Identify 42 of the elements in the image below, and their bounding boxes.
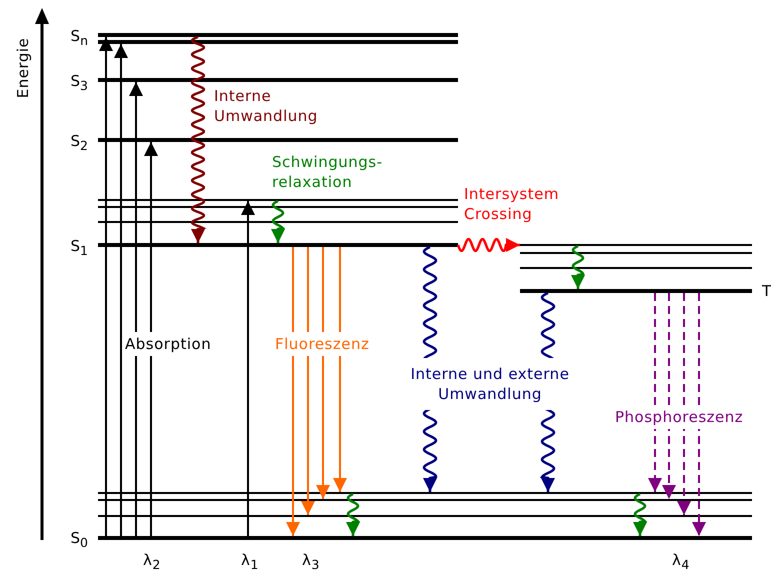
arrow xyxy=(333,247,347,492)
wavy-arrow xyxy=(190,36,207,243)
level-label: S$_{2}$ xyxy=(70,133,88,154)
level-label: S$_{0}$ xyxy=(70,530,88,551)
arrow xyxy=(114,44,128,536)
energy-level-line xyxy=(98,221,458,223)
wavy-arrow xyxy=(271,200,286,243)
energy-level-line xyxy=(98,515,752,517)
dashed-arrow xyxy=(648,293,662,492)
dashed-arrow xyxy=(692,293,706,536)
arrow xyxy=(99,37,113,536)
level-label: S$_{1}$ xyxy=(70,238,88,259)
energy-level-line xyxy=(520,244,752,246)
level-label: T xyxy=(762,283,771,299)
energy-level-line xyxy=(98,206,458,208)
arrow xyxy=(241,201,255,536)
dashed-arrow xyxy=(677,293,691,515)
wavelength-label: λ$_{3}$ xyxy=(302,550,321,573)
wavelength-label: λ$_{4}$ xyxy=(672,550,691,573)
wavy-arrow xyxy=(456,238,520,252)
arrow xyxy=(316,247,330,499)
arrow xyxy=(144,142,158,536)
energy-level-line xyxy=(98,199,458,201)
process-label: Intersystem Crossing xyxy=(464,184,560,224)
energy-level-line xyxy=(98,499,752,501)
axis-label: Energie xyxy=(13,36,33,100)
wavy-arrow xyxy=(633,492,648,536)
arrow xyxy=(286,247,300,536)
level-label: S$_{n}$ xyxy=(70,28,88,49)
wavelength-label: λ$_{2}$ xyxy=(143,550,162,573)
wavy-arrow xyxy=(346,492,360,536)
wavelength-label: λ$_{1}$ xyxy=(241,550,260,573)
dashed-arrow xyxy=(662,293,676,499)
energy-level-line xyxy=(98,492,752,494)
process-label: Interne Umwandlung xyxy=(214,86,319,126)
level-label: S$_{3}$ xyxy=(70,73,88,94)
energy-level-line xyxy=(520,252,752,254)
arrow xyxy=(301,247,315,515)
process-label: Schwingungs- relaxation xyxy=(272,152,384,192)
arrow xyxy=(129,82,143,536)
wavy-arrow xyxy=(571,244,585,289)
energy-level-line xyxy=(520,267,752,269)
